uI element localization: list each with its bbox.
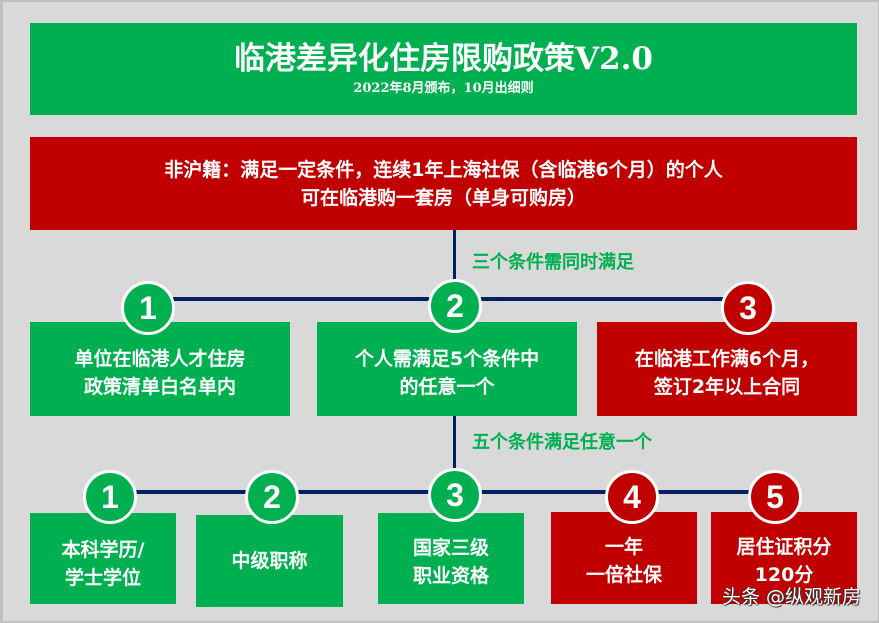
sub-condition-box-3: 国家三级 职业资格 [378, 513, 524, 604]
step-badge-1: 1 [121, 281, 175, 335]
level2-note: 五个条件满足任意一个 [472, 432, 652, 453]
eligibility-banner: 非沪籍：满足一定条件，连续1年上海社保（含临港6个月）的个人 可在临港购一套房（… [30, 137, 857, 230]
watermark: 头条 @纵观新房 [721, 586, 861, 608]
condition-2-line2: 的任意一个 [399, 376, 495, 398]
sub-condition-1-line2: 学士学位 [64, 566, 141, 589]
sub-condition-box-1: 本科学历/ 学士学位 [30, 513, 176, 604]
banner-line-2: 可在临港购一套房（单身可购房） [300, 186, 586, 209]
page-subtitle: 2022年8月颁布，10月出细则 [353, 81, 534, 96]
condition-box-2: 个人需满足5个条件中 的任意一个 [317, 322, 577, 416]
sub-step-badge-1: 1 [83, 470, 137, 524]
page-title: 临港差异化住房限购政策V2.0 [234, 41, 653, 77]
step-badge-3: 3 [721, 281, 775, 335]
title-box: 临港差异化住房限购政策V2.0 2022年8月颁布，10月出细则 [30, 23, 857, 115]
sub-condition-5-line2: 120分 [754, 564, 814, 586]
level1-note: 三个条件需同时满足 [472, 252, 634, 273]
sub-condition-5-line1: 居住证积分 [736, 536, 832, 558]
condition-2-line1: 个人需满足5个条件中 [354, 348, 540, 370]
condition-3-line2: 签订2年以上合同 [653, 376, 801, 398]
sub-condition-1-line1: 本科学历/ [61, 538, 145, 561]
sub-condition-4-line1: 一年 [604, 536, 643, 558]
sub-step-badge-5: 5 [748, 470, 802, 524]
sub-condition-box-4: 一年 一倍社保 [551, 512, 697, 604]
condition-3-line1: 在临港工作满6个月， [634, 348, 820, 370]
sub-condition-4-line2: 一倍社保 [585, 564, 662, 586]
sub-condition-3-line1: 国家三级 [412, 536, 489, 559]
condition-box-1: 单位在临港人才住房 政策清单白名单内 [30, 322, 290, 416]
sub-condition-box-2: 中级职称 [196, 515, 343, 607]
condition-1-line2: 政策清单白名单内 [83, 376, 236, 398]
banner-line-1: 非沪籍：满足一定条件，连续1年上海社保（含临港6个月）的个人 [164, 158, 723, 181]
condition-1-line1: 单位在临港人才住房 [74, 348, 246, 370]
sub-condition-3-line2: 职业资格 [412, 564, 489, 587]
sub-condition-box-5: 居住证积分 120分 [711, 512, 857, 604]
connector-vertical-2 [453, 416, 456, 486]
connector-vertical-1 [453, 230, 456, 290]
step-badge-2: 2 [428, 279, 482, 333]
sub-step-badge-4: 4 [605, 470, 659, 524]
sub-step-badge-2: 2 [245, 470, 299, 524]
condition-box-3: 在临港工作满6个月， 签订2年以上合同 [597, 322, 857, 416]
sub-step-badge-3: 3 [428, 468, 482, 522]
sub-condition-2-line1: 中级职称 [231, 550, 308, 572]
